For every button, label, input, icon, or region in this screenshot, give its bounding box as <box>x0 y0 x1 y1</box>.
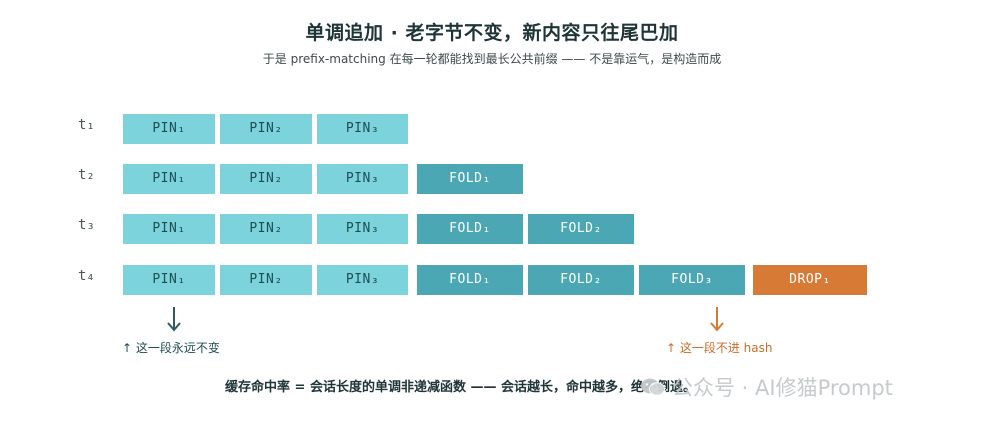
block-pin-2: PIN₂ <box>220 164 312 194</box>
diagram-title: 单调追加 · 老字节不变，新内容只往尾巴加 <box>305 22 679 44</box>
down-arrow-icon <box>167 307 181 332</box>
block-fold-1: FOLD₁ <box>417 265 523 295</box>
diagram-subtitle: 于是 prefix-matching 在每一轮都能找到最长公共前缀 —— 不是靠… <box>262 52 722 66</box>
block-pin-1: PIN₁ <box>123 114 215 144</box>
block-pin-3: PIN₃ <box>317 114 408 144</box>
row-label-t4: t₄ <box>78 268 95 284</box>
block-pin-1: PIN₁ <box>123 265 215 295</box>
watermark: 公众号 · AI修猫Prompt <box>640 372 893 402</box>
wechat-logo-icon <box>641 378 665 396</box>
block-pin-1: PIN₁ <box>123 214 215 244</box>
block-fold-1: FOLD₁ <box>417 164 523 194</box>
block-pin-2: PIN₂ <box>220 214 312 244</box>
footer-caption: 缓存命中率 = 会话长度的单调非递减函数 —— 会话越长，命中越多，绝不倒退。 <box>225 380 696 395</box>
block-pin-3: PIN₃ <box>317 214 408 244</box>
block-pin-2: PIN₂ <box>220 265 312 295</box>
block-pin-3: PIN₃ <box>317 265 408 295</box>
block-pin-3: PIN₃ <box>317 164 408 194</box>
block-fold-2: FOLD₂ <box>528 214 634 244</box>
row-label-t3: t₃ <box>78 217 95 233</box>
note-unchanged: ↑ 这一段永远不变 <box>122 341 220 355</box>
row-label-t2: t₂ <box>78 167 95 183</box>
block-fold-1: FOLD₁ <box>417 214 523 244</box>
down-arrow-icon <box>710 307 724 332</box>
block-pin-2: PIN₂ <box>220 114 312 144</box>
note-not-hashed: ↑ 这一段不进 hash <box>666 341 773 355</box>
block-pin-1: PIN₁ <box>123 164 215 194</box>
block-fold-2: FOLD₂ <box>528 265 634 295</box>
watermark-text: 公众号 · AI修猫Prompt <box>672 376 893 400</box>
row-label-t1: t₁ <box>78 117 95 133</box>
block-drop-1: DROP₁ <box>753 265 867 295</box>
block-fold-3: FOLD₃ <box>639 265 745 295</box>
